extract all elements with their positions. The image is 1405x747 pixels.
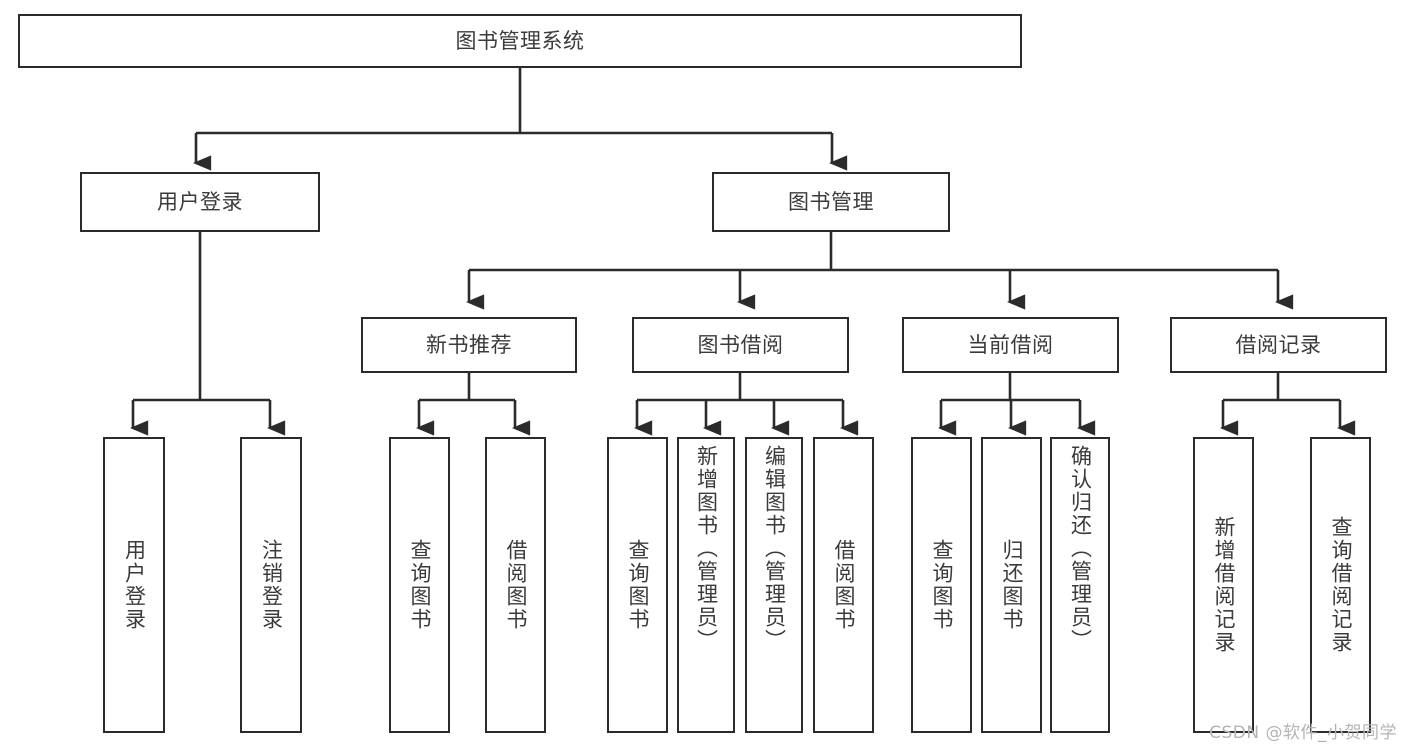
node-book-management[interactable]: 图书管理 — [712, 172, 950, 232]
node-user-login-label: 用户登录 — [157, 189, 243, 214]
node-leaf-borrow-book-1-label: 借阅图书 — [504, 539, 528, 631]
node-leaf-user-login-label: 用户登录 — [122, 539, 147, 631]
node-leaf-query-book-2[interactable]: 查询图书 — [607, 437, 668, 733]
node-leaf-borrow-book-1[interactable]: 借阅图书 — [485, 437, 546, 733]
node-leaf-borrow-book-2[interactable]: 借阅图书 — [813, 437, 874, 733]
node-leaf-query-borrow-record[interactable]: 查询借阅记录 — [1310, 437, 1371, 733]
node-leaf-query-book-2-label: 查询图书 — [626, 539, 650, 631]
node-leaf-add-book-admin-label: 新增图书（管理员） — [694, 445, 719, 652]
node-book-borrow-label: 图书借阅 — [697, 332, 784, 357]
node-new-book-recommend[interactable]: 新书推荐 — [361, 317, 577, 373]
node-root[interactable]: 图书管理系统 — [18, 14, 1022, 68]
node-leaf-query-book-3-label: 查询图书 — [930, 539, 954, 631]
node-borrow-record-label: 借阅记录 — [1235, 332, 1322, 357]
node-leaf-query-borrow-record-label: 查询借阅记录 — [1329, 516, 1353, 654]
watermark-text: CSDN @软件_小贺同学 — [1209, 723, 1397, 743]
node-book-management-label: 图书管理 — [788, 189, 874, 214]
node-leaf-user-login[interactable]: 用户登录 — [103, 437, 165, 733]
node-leaf-confirm-return-admin[interactable]: 确认归还（管理员） — [1050, 437, 1110, 733]
node-book-borrow[interactable]: 图书借阅 — [632, 317, 849, 373]
node-leaf-confirm-return-admin-label: 确认归还（管理员） — [1068, 445, 1093, 652]
node-leaf-edit-book-admin-label: 编辑图书（管理员） — [762, 445, 787, 652]
node-user-login[interactable]: 用户登录 — [80, 172, 320, 232]
node-leaf-query-book-3[interactable]: 查询图书 — [911, 437, 972, 733]
node-current-borrow[interactable]: 当前借阅 — [902, 317, 1119, 373]
node-leaf-borrow-book-2-label: 借阅图书 — [832, 539, 856, 631]
node-leaf-query-book-1[interactable]: 查询图书 — [389, 437, 450, 733]
node-leaf-add-book-admin[interactable]: 新增图书（管理员） — [677, 437, 735, 733]
node-leaf-add-borrow-record-label: 新增借阅记录 — [1212, 516, 1236, 654]
node-leaf-query-book-1-label: 查询图书 — [408, 539, 432, 631]
node-new-book-recommend-label: 新书推荐 — [426, 332, 512, 357]
node-root-label: 图书管理系统 — [455, 28, 585, 53]
node-leaf-logout[interactable]: 注销登录 — [240, 437, 302, 733]
node-current-borrow-label: 当前借阅 — [967, 332, 1054, 357]
node-borrow-record[interactable]: 借阅记录 — [1170, 317, 1387, 373]
node-leaf-edit-book-admin[interactable]: 编辑图书（管理员） — [745, 437, 803, 733]
node-leaf-logout-label: 注销登录 — [259, 539, 284, 631]
node-leaf-add-borrow-record[interactable]: 新增借阅记录 — [1193, 437, 1254, 733]
node-leaf-return-book[interactable]: 归还图书 — [981, 437, 1042, 733]
node-leaf-return-book-label: 归还图书 — [1000, 539, 1024, 631]
